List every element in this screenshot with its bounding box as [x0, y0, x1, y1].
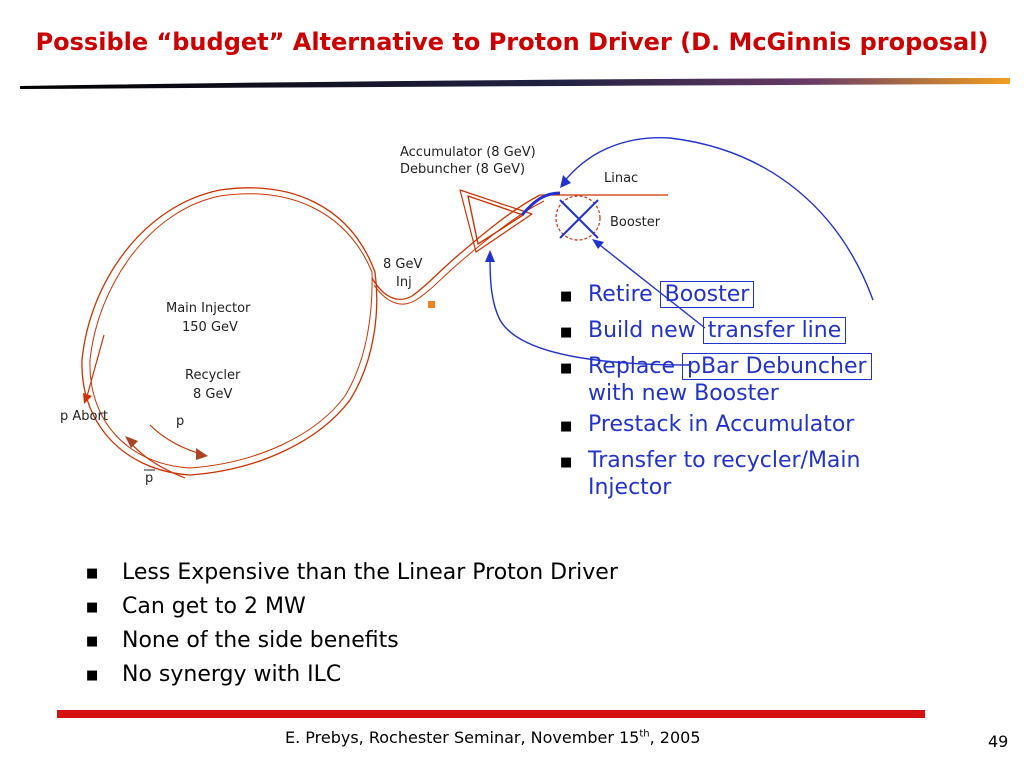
accumulator-label: Accumulator (8 GeV) — [400, 145, 536, 160]
pabort-label: p Abort — [60, 409, 108, 424]
linac-label: Linac — [604, 171, 638, 186]
boxed-term: pBar Debuncher — [682, 353, 872, 380]
footer-rule — [57, 710, 925, 718]
boxed-term: transfer line — [702, 317, 847, 344]
pbar-label: p — [145, 471, 153, 486]
bullet-icon: ■ — [86, 634, 99, 649]
bullet-icon: ■ — [560, 361, 573, 376]
page-number: 49 — [988, 732, 1009, 751]
bullet-icon: ■ — [86, 600, 99, 615]
list-item: ■No synergy with ILC — [86, 658, 886, 692]
p-label: p — [176, 414, 184, 429]
bullet-icon: ■ — [86, 668, 99, 683]
pointer-arrow-transfer-line — [595, 241, 706, 329]
action-list: ■ Retire Booster ■ Build new transfer li… — [552, 277, 972, 501]
bullet-icon: ■ — [560, 455, 573, 470]
new-transfer-line — [520, 191, 561, 216]
summary-list: ■Less Expensive than the Linear Proton D… — [86, 556, 886, 692]
list-item: ■Can get to 2 MW — [86, 590, 886, 624]
list-item: ■None of the side benefits — [86, 624, 886, 658]
bullet-icon: ■ — [560, 325, 573, 340]
slide-title: Possible “budget” Alternative to Proton … — [35, 28, 989, 56]
recycler-label: Recycler — [185, 368, 241, 383]
list-item: ■ Prestack in Accumulator — [552, 407, 972, 443]
booster-ring — [555, 195, 601, 241]
list-item: ■ Build new transfer line — [552, 313, 972, 349]
debuncher-label: Debuncher (8 GeV) — [400, 162, 525, 177]
recycler-energy: 8 GeV — [193, 387, 232, 402]
footer-text: E. Prebys, Rochester Seminar, November 1… — [285, 728, 701, 747]
list-item: ■ Replace pBar Debuncher with new Booste… — [552, 349, 972, 407]
booster-label: Booster — [610, 215, 661, 230]
list-item: ■Less Expensive than the Linear Proton D… — [86, 556, 886, 590]
bullet-icon: ■ — [86, 566, 99, 581]
list-item: ■ Retire Booster — [552, 277, 972, 313]
main-injector-energy: 150 GeV — [182, 320, 238, 335]
pointer-arrow-debuncher — [489, 254, 691, 366]
main-injector-label: Main Injector — [166, 301, 251, 316]
accumulator-ring — [467, 195, 524, 245]
inj-energy-label: 8 GeV — [383, 257, 422, 272]
inj-label: Inj — [396, 275, 412, 290]
pointer-arrow-booster — [562, 137, 874, 301]
bullet-icon: ■ — [560, 289, 573, 304]
bullet-icon: ■ — [560, 419, 573, 434]
injection-line — [371, 194, 541, 300]
boxed-term: Booster — [659, 281, 755, 308]
main-injector-ring — [81, 187, 378, 476]
list-item: ■ Transfer to recycler/Main Injector — [552, 443, 972, 501]
